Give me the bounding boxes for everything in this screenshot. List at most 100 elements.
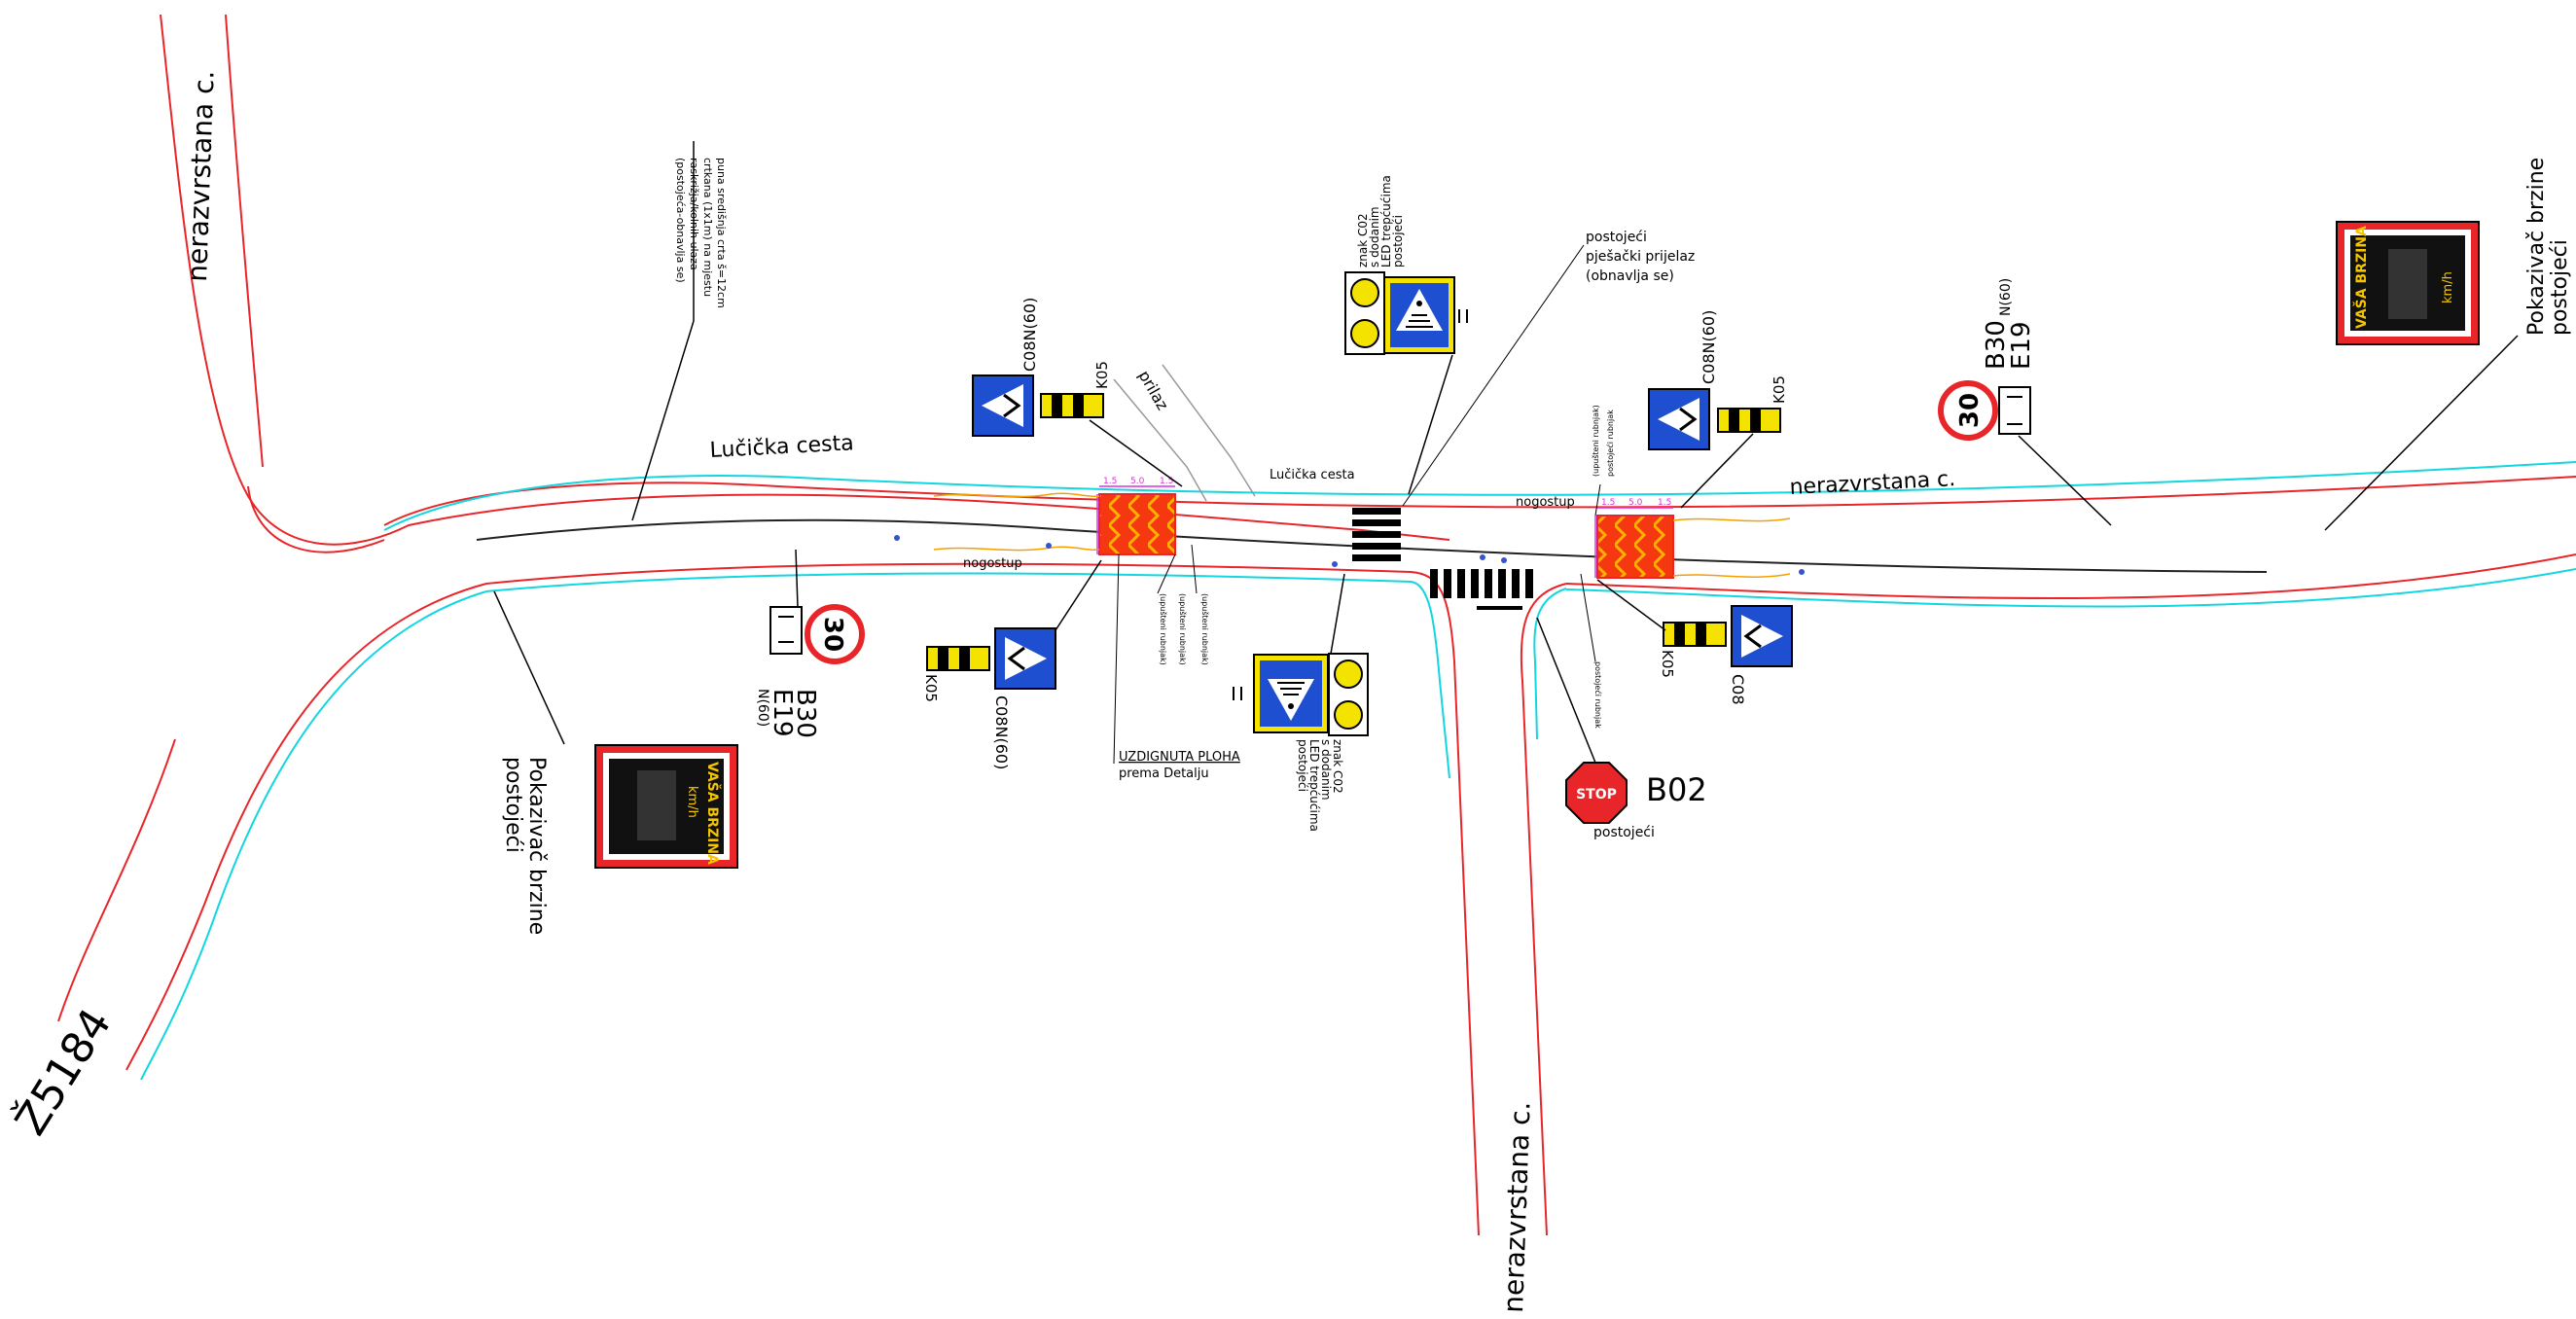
markers	[894, 535, 1805, 575]
svg-text:postojeći: postojeći	[501, 757, 525, 853]
svg-text:puna središnja crta š=12cm: puna središnja crta š=12cm	[715, 158, 728, 308]
main-road-south-edge	[125, 583, 487, 1071]
svg-text:B30: B30	[791, 689, 820, 738]
svg-text:C08N(60): C08N(60)	[1699, 310, 1718, 384]
svg-text:B02: B02	[1646, 771, 1707, 808]
plateau-note: UZDIGNUTA PLOHA prema Detalju	[1119, 750, 1240, 781]
curb-note-leaders	[1157, 483, 1601, 662]
svg-text:1.5: 1.5	[1601, 498, 1615, 508]
leader-stop	[1536, 617, 1596, 764]
sidewalk-label-right: nogostup	[1516, 495, 1575, 510]
crossing-note: postojeći pješački prijelaz (obnavlja se…	[1586, 230, 1695, 284]
sidewalk-lines	[140, 461, 2576, 1081]
svg-text:30: 30	[1955, 393, 1985, 428]
road-corners	[247, 485, 385, 553]
road-label-right: nerazvrstana c.	[1789, 467, 1956, 500]
road-edges	[57, 14, 2576, 1236]
svg-text:1.5: 1.5	[1658, 498, 1671, 508]
centerline	[476, 518, 2268, 573]
leader-k05-top-left	[1089, 419, 1183, 487]
svg-text:(upušteni rubnjak): (upušteni rubnjak)	[1159, 593, 1168, 665]
left-road-edge-east	[225, 14, 264, 468]
sign-stop: STOP B02 postojeći	[1565, 762, 1707, 840]
svg-text:K05: K05	[1771, 375, 1788, 404]
main-road-north-edge	[383, 476, 2576, 526]
svg-text:postojeći rubnjak: postojeći rubnjak	[1593, 661, 1603, 729]
svg-text:K05: K05	[922, 674, 940, 702]
svg-text:pješački prijelaz: pješački prijelaz	[1586, 249, 1695, 265]
sign-b30-left: 30 B30 E19 N(60)	[755, 604, 865, 738]
sign-c08-top-left: C08N(60)	[972, 298, 1039, 437]
svg-text:STOP: STOP	[1576, 787, 1617, 802]
sign-k05-bottom-left: K05	[922, 646, 990, 702]
svg-text:LED trepćućima: LED trepćućima	[1379, 175, 1393, 267]
svg-text:znak C02: znak C02	[1331, 739, 1344, 794]
svg-text:km/h: km/h	[2441, 271, 2455, 303]
plateau-note-leader	[1113, 553, 1120, 765]
driveway	[1113, 364, 1256, 502]
road-label-state: Ž5184	[4, 999, 121, 1144]
svg-text:prema Detalju: prema Detalju	[1119, 766, 1209, 781]
leader-k05-bottom-right	[1596, 579, 1666, 631]
svg-text:znak C02: znak C02	[1356, 213, 1370, 267]
svg-text:K05: K05	[1659, 650, 1676, 678]
crossing-note-leader	[1402, 244, 1585, 507]
leader-c02-top	[1408, 354, 1453, 495]
crosswalk-main	[1352, 508, 1401, 561]
road-label-main-small: Lučička cesta	[1270, 468, 1355, 482]
driveway-label: prilaz	[1135, 368, 1172, 413]
speed-display-left: VAŠA BRZINA km/h	[594, 744, 738, 869]
svg-text:postojeći: postojeći	[2548, 239, 2572, 336]
sidewalk-label-left: nogostup	[963, 556, 1022, 571]
svg-text:UZDIGNUTA PLOHA: UZDIGNUTA PLOHA	[1119, 750, 1240, 765]
svg-text:postojeći: postojeći	[1296, 739, 1309, 792]
svg-text:1.5: 1.5	[1103, 477, 1117, 486]
svg-text:(obnavlja se): (obnavlja se)	[1586, 268, 1674, 284]
svg-text:N(60): N(60)	[1998, 278, 2014, 316]
leader-b30-right	[2018, 435, 2112, 526]
svg-text:C08N(60): C08N(60)	[1020, 298, 1039, 372]
speed-display-right-caption: Pokazivač brzine postojeći	[2524, 158, 2572, 336]
svg-text:(postojeća-obnavlja se): (postojeća-obnavlja se)	[674, 158, 687, 283]
leader-c08-bottom-left	[1055, 559, 1102, 631]
speed-display-left-caption: Pokazivač brzine postojeći	[501, 757, 549, 935]
svg-text:(upušteni rubnjak): (upušteni rubnjak)	[1591, 405, 1600, 477]
svg-text:VAŠA BRZINA: VAŠA BRZINA	[2352, 226, 2370, 329]
sign-c02-top	[1344, 271, 1468, 355]
curb-notes: (upušteni rubnjak) (upušteni rubnjak) (u…	[1159, 405, 1615, 729]
svg-text:postojeći: postojeći	[1391, 215, 1405, 267]
svg-text:K05: K05	[1093, 361, 1111, 389]
svg-text:5.0: 5.0	[1628, 498, 1643, 508]
svg-text:VAŠA BRZINA: VAŠA BRZINA	[704, 762, 722, 865]
svg-text:C08: C08	[1729, 674, 1747, 705]
note-c02-top: znak C02 s dodanim LED trepćućima postoj…	[1356, 175, 1405, 267]
svg-text:postojeći: postojeći	[1586, 230, 1647, 245]
road-label-main: Lučička cesta	[709, 431, 854, 463]
left-road-edge-west	[160, 14, 1450, 546]
state-road-edge	[57, 738, 176, 1022]
svg-text:E19: E19	[768, 689, 797, 737]
sign-c08-top-right: C08N(60)	[1648, 310, 1718, 450]
svg-text:C08N(60): C08N(60)	[992, 695, 1011, 769]
svg-text:postojeći rubnjak: postojeći rubnjak	[1605, 410, 1615, 477]
leader-b30-left	[795, 549, 799, 608]
plateau-right: 1.5 5.0 1.5	[1594, 498, 1674, 579]
plateau-left: 1.5 5.0 1.5	[1096, 477, 1176, 555]
centerline-note: puna središnja crta š=12cm crtkana (1x1m…	[674, 158, 728, 308]
plateau-hatching	[933, 492, 1791, 578]
sign-k05-bottom-right: K05	[1659, 622, 1727, 678]
svg-text:Pokazivač brzine: Pokazivač brzine	[2524, 158, 2549, 336]
svg-text:1.5: 1.5	[1160, 477, 1173, 486]
svg-text:E19: E19	[2007, 321, 2036, 370]
svg-text:postojeći: postojeći	[1593, 825, 1655, 840]
svg-text:crtkana (1x1m) na mjestu: crtkana (1x1m) na mjestu	[701, 158, 714, 297]
svg-text:(upušteni rubnjak): (upušteni rubnjak)	[1200, 593, 1210, 665]
svg-text:30: 30	[818, 617, 847, 652]
leader-k05-top-right	[1680, 433, 1754, 509]
speed-display-right: VAŠA BRZINA km/h	[2336, 221, 2480, 345]
road-label-bottom: nerazvrstana c.	[1497, 1101, 1537, 1313]
crosswalk-side	[1430, 569, 1533, 598]
centerline-note-leader	[631, 141, 695, 521]
main-road-south-east	[1565, 553, 2576, 599]
